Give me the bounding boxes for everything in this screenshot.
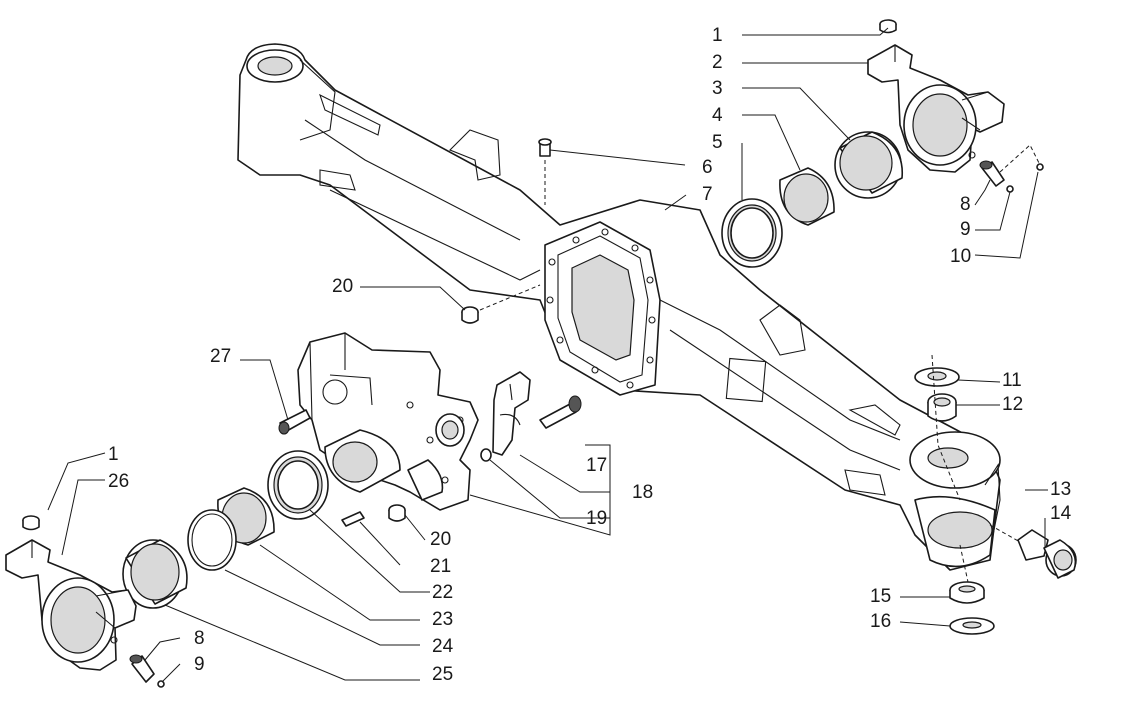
callout-20-lower: 20 (430, 529, 451, 550)
callout-10: 10 (950, 246, 971, 267)
callout-15: 15 (870, 586, 891, 607)
washer-part-11 (914, 367, 960, 387)
bushing-part-12 (927, 393, 957, 422)
callout-11: 11 (1002, 370, 1022, 391)
plug-part-20-lower (388, 504, 406, 522)
support-housing-part-18-19 (297, 332, 479, 511)
callout-4: 4 (712, 105, 723, 126)
bushing-part-15 (949, 581, 985, 604)
leader-lines (47, 27, 1048, 683)
callout-3: 3 (712, 78, 723, 99)
callout-25: 25 (432, 664, 453, 685)
screw-part-17 (539, 395, 582, 429)
callout-13: 13 (1050, 479, 1071, 500)
pin-part-21 (341, 511, 365, 527)
flange-bolt-holes (546, 228, 656, 389)
callout-9-bottom: 9 (194, 654, 205, 675)
bushing-part-4 (779, 167, 835, 226)
bracket-part-2-top (867, 44, 1005, 173)
callout-16: 16 (870, 611, 891, 632)
o-ring-part-24 (187, 509, 237, 571)
bushing-part-25 (122, 539, 188, 609)
bushing-part-3 (834, 131, 904, 199)
callout-14: 14 (1050, 503, 1072, 524)
callout-17: 17 (586, 455, 607, 476)
callout-20-upper: 20 (332, 276, 353, 297)
callout-12: 12 (1002, 394, 1023, 415)
bolt-part-8-bottom (129, 654, 155, 683)
seal-ring-part-5 (721, 198, 783, 268)
callout-8-top: 8 (960, 194, 971, 215)
grease-nipple-part-10 (1036, 163, 1044, 171)
callout-23: 23 (432, 609, 453, 630)
breather-part-6 (538, 138, 552, 157)
callout-26: 26 (108, 471, 129, 492)
clamp-part-17 (492, 371, 531, 456)
callout-19: 19 (586, 508, 607, 529)
callout-1-top: 1 (712, 25, 723, 46)
callout-1-left: 1 (108, 444, 119, 465)
callout-labels: 1 2 3 4 5 6 7 8 9 10 11 12 13 14 15 16 1… (108, 25, 1072, 685)
axle-housing (237, 43, 1001, 571)
callout-6: 6 (702, 157, 713, 178)
washer-part-19 (480, 448, 492, 462)
bracket-part-26 (5, 539, 137, 671)
bolt-part-27 (278, 409, 311, 435)
callout-9-top: 9 (960, 219, 971, 240)
callout-8-bottom: 8 (194, 628, 205, 649)
plug-part-20-upper (461, 306, 479, 324)
callout-24: 24 (432, 636, 454, 657)
nut-part-1-top (879, 19, 897, 34)
callout-7: 7 (702, 184, 713, 205)
callout-27: 27 (210, 346, 231, 367)
washer-part-9-top (1006, 185, 1014, 193)
bolt-part-8-top (979, 160, 1005, 187)
callout-22: 22 (432, 582, 453, 603)
callout-18: 18 (632, 482, 653, 503)
callout-5: 5 (712, 132, 723, 153)
callout-21: 21 (430, 556, 451, 577)
callout-2: 2 (712, 52, 723, 73)
nut-part-1-left (22, 515, 40, 531)
seal-ring-part-22 (267, 450, 329, 520)
washer-part-9-bottom (157, 680, 165, 688)
bushing-part-13 (1017, 529, 1049, 561)
bushing-part-14 (1043, 539, 1077, 579)
washer-part-16 (949, 617, 995, 635)
